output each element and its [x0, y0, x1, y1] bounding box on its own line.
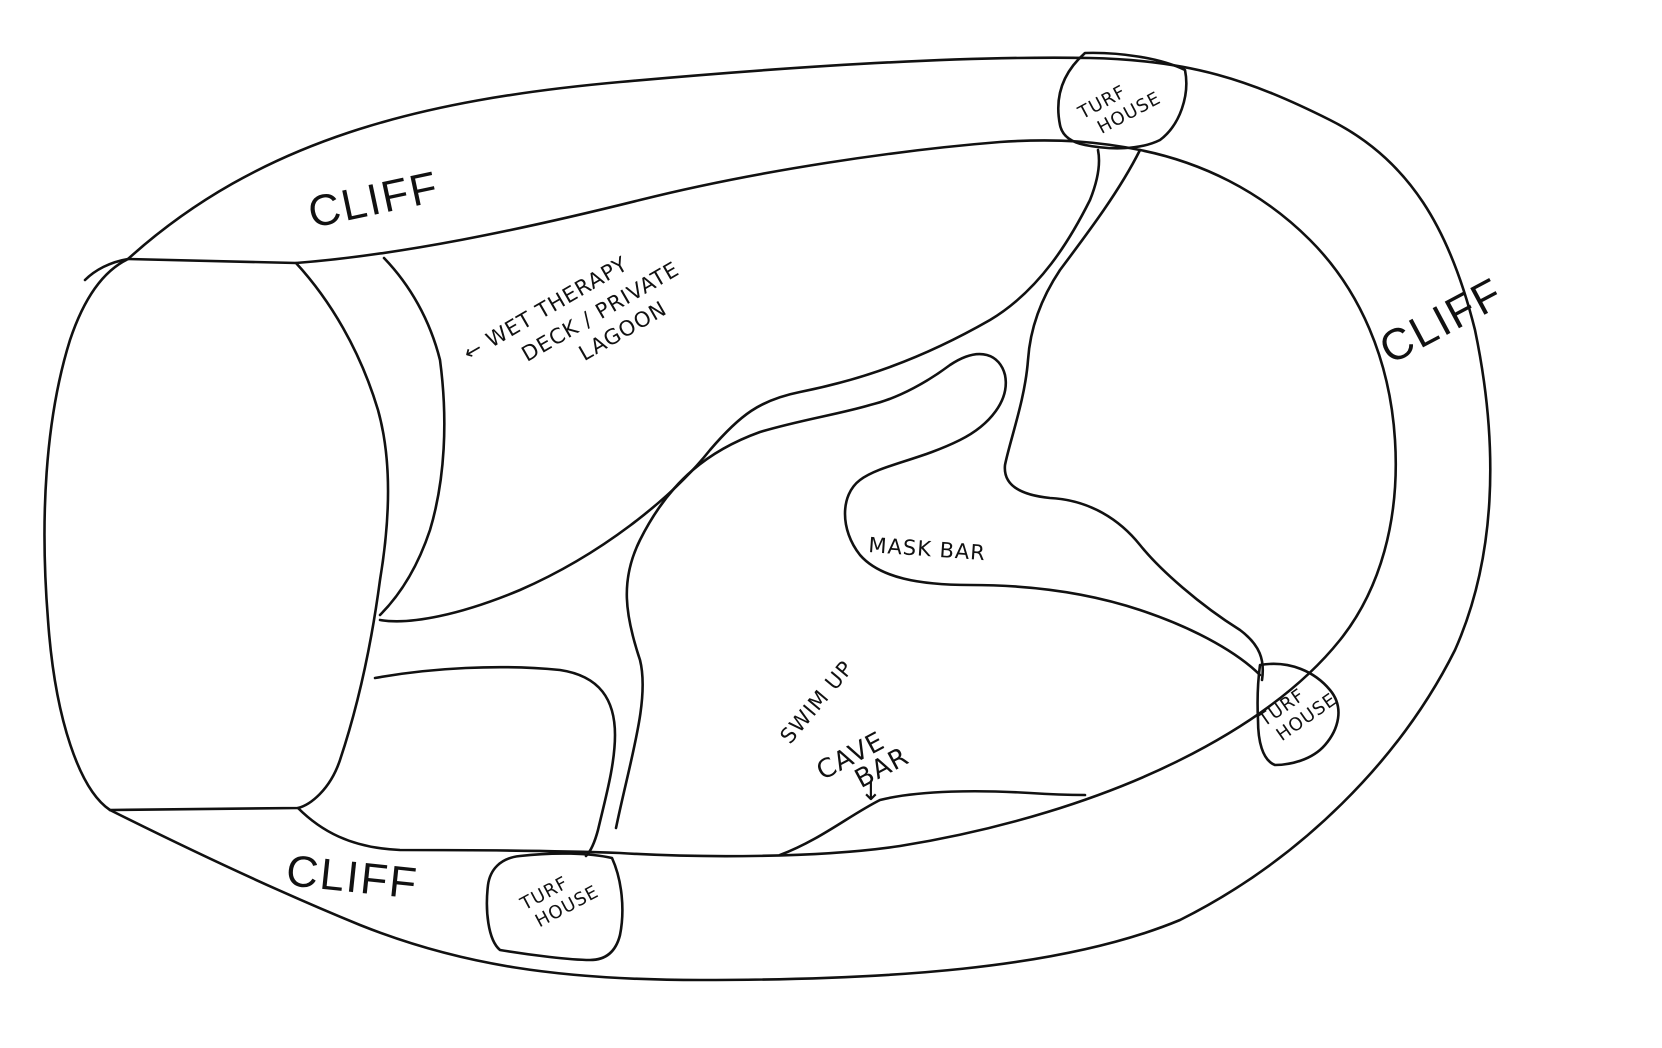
cave-bar-arrow-icon: ↓ [860, 777, 883, 807]
wet-therapy-deck-line [378, 256, 446, 617]
left-pool-outline [108, 257, 390, 812]
inner-cliff-line-top [294, 139, 1397, 858]
turf-house-top-label: TURF HOUSE [1074, 81, 1165, 138]
mask-bar-label: MASK BAR [868, 533, 987, 565]
turf-house-right-outline [1256, 662, 1340, 767]
outer-boundary-line [43, 56, 1492, 982]
cliff-label-bottom: CLIFF [284, 846, 421, 909]
cliff-label-right: CLIFF [1372, 268, 1512, 373]
swim-up-label: SWIM UP [775, 656, 858, 748]
lagoon-bottom-edge [778, 789, 1087, 857]
lagoon-channel-lower [614, 352, 1262, 830]
cliff-divider-top-left [83, 257, 130, 282]
cliff-label-top: CLIFF [304, 162, 444, 237]
lagoon-channel-right [1003, 148, 1265, 682]
turf-house-bottom-label: TURF HOUSE [516, 872, 602, 932]
turf-house-bottom-outline [485, 852, 624, 962]
lagoon-channel-upper [378, 148, 1101, 623]
turf-house-top-outline [1056, 51, 1188, 150]
lower-lagoon-lobe [373, 665, 617, 858]
wet-therapy-label: ← WET THERAPY DECK / PRIVATE LAGOON [459, 252, 683, 367]
